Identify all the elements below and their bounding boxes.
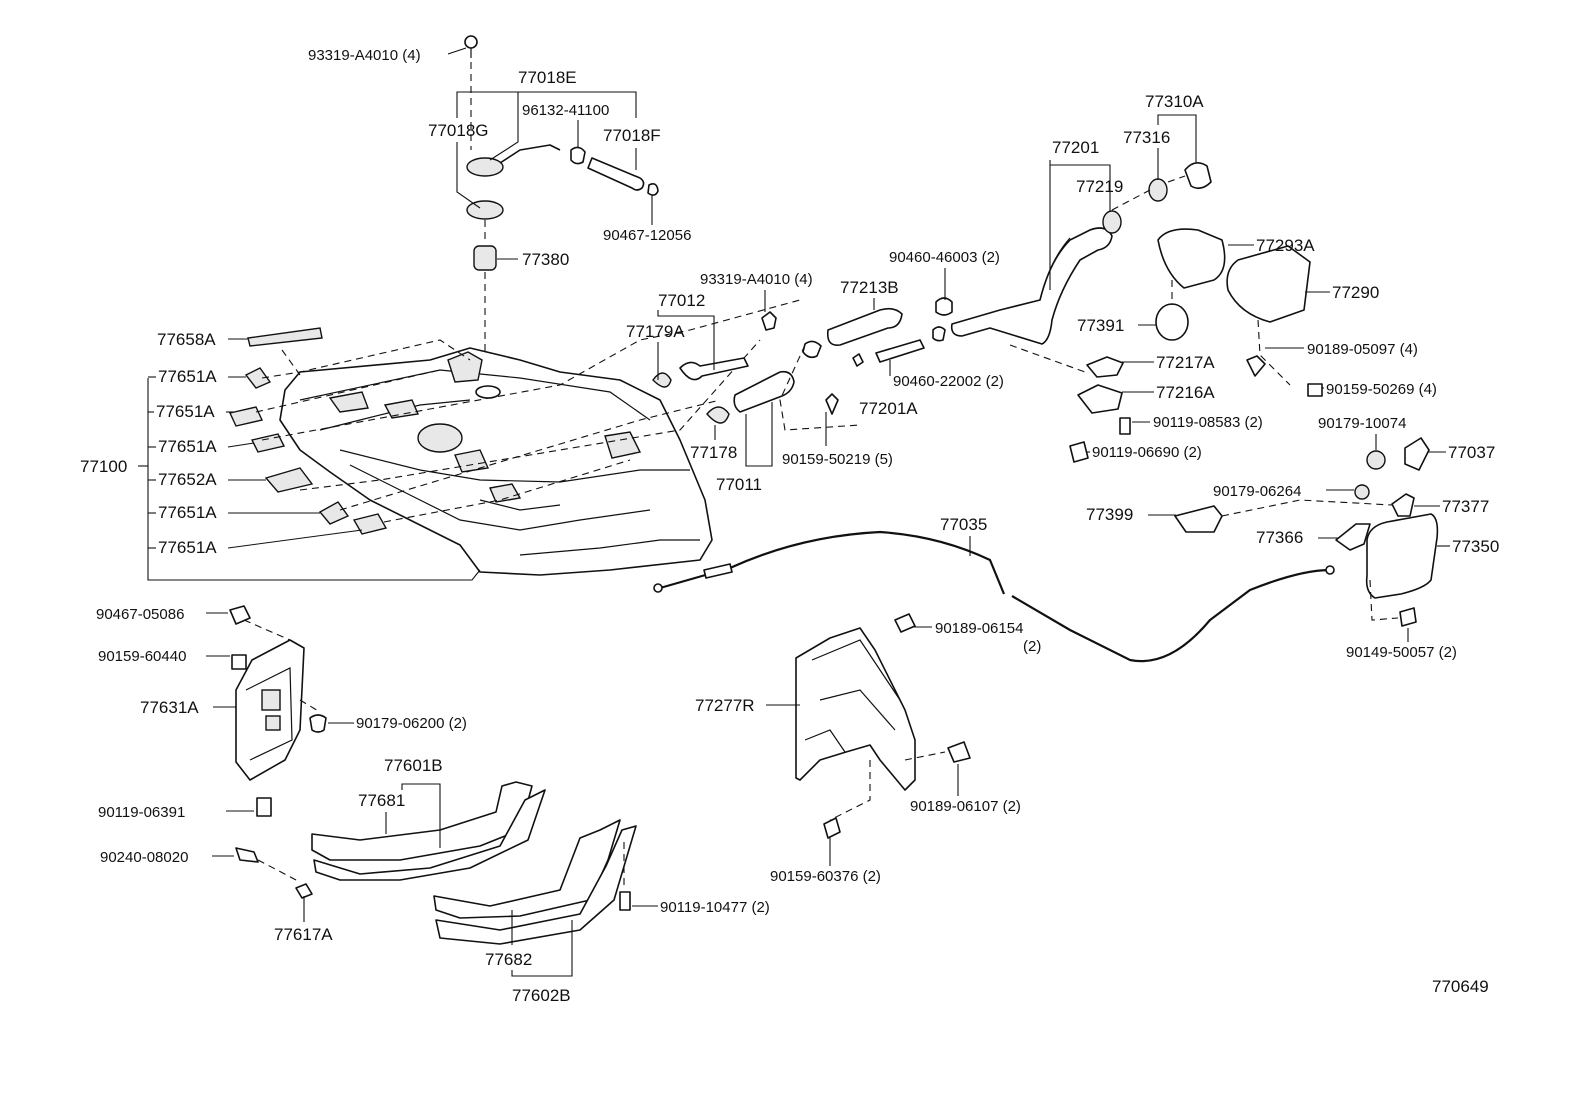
diagram-id-code: 770649 [1432,977,1489,996]
label-93319-a4010-mid: 93319-A4010 (4) [700,271,813,288]
fuel-lid-and-cable-drawing [653,437,1439,663]
label-77219: 77219 [1076,177,1123,196]
label-90119-10477: 90119-10477 (2) [660,899,770,916]
label-77012: 77012 [658,291,705,310]
label-90149-50057: 90149-50057 (2) [1346,644,1457,661]
tank-reference-lines [255,299,801,523]
label-77018f: 77018F [603,126,661,145]
label-90179-10074: 90179-10074 [1318,415,1406,432]
label-90467-12056: 90467-12056 [603,227,691,244]
label-77216a: 77216A [1156,383,1215,402]
label-77399: 77399 [1086,505,1133,524]
protector-drawing [229,605,327,899]
label-77681: 77681 [358,791,405,810]
label-77035: 77035 [940,515,987,534]
label-77377: 77377 [1442,497,1489,516]
label-77018e: 77018E [518,68,577,87]
label-90159-60376: 90159-60376 (2) [770,868,881,885]
label-77201a: 77201A [859,399,918,418]
label-77011: 77011 [716,475,762,494]
fuel-tank-drawing [279,347,713,576]
label-93319-a4010-top: 93319-A4010 (4) [308,47,421,64]
label-77018g: 77018G [428,121,489,140]
label-77037: 77037 [1448,443,1495,462]
label-90159-50269: 90159-50269 (4) [1326,381,1437,398]
label-77293a: 77293A [1256,236,1315,255]
label-77651a-1: 77651A [158,367,217,386]
label-77391: 77391 [1077,316,1124,335]
label-90119-08583: 90119-08583 (2) [1153,414,1263,431]
label-77100: 77100 [80,457,127,476]
label-77178: 77178 [690,443,737,462]
label-90189-06107: 90189-06107 (2) [910,798,1021,815]
label-77658a: 77658A [157,330,216,349]
label-77316: 77316 [1123,128,1170,147]
label-90189-05097: 90189-05097 (4) [1307,341,1418,358]
label-90179-06200: 90179-06200 (2) [356,715,467,732]
label-90189-06154: 90189-06154 [935,620,1023,637]
label-77617a: 77617A [274,925,333,944]
label-77602b: 77602B [512,986,571,1005]
label-77601b: 77601B [384,756,443,775]
label-77651a-2: 77651A [156,402,215,421]
label-96132-41100: 96132-41100 [522,102,609,119]
label-77651a-3: 77651A [158,437,217,456]
label-90460-22002: 90460-22002 (2) [893,373,1004,390]
fender-liner-drawing [795,613,971,839]
label-77213b: 77213B [840,278,899,297]
filler-vent-parts-drawing [652,162,1323,463]
label-90119-06391: 90119-06391 [98,804,185,821]
label-77631a: 77631A [140,698,199,717]
label-77201: 77201 [1052,138,1099,157]
label-90189-06154-qty: (2) [1023,638,1041,655]
label-90467-05086: 90467-05086 [96,606,184,623]
label-77366: 77366 [1256,528,1303,547]
label-90159-50219: 90159-50219 (5) [782,451,893,468]
label-90159-60440: 90159-60440 [98,648,186,665]
label-77380: 77380 [522,250,569,269]
label-90460-46003: 90460-46003 (2) [889,249,1000,266]
part-labels: 93319-A4010 (4) 77018E 96132-41100 77018… [80,47,1499,1005]
label-90119-06690: 90119-06690 (2) [1092,444,1202,461]
tank-pads-drawing [229,327,388,535]
label-77179a: 77179A [626,322,685,341]
label-77310a: 77310A [1145,92,1204,111]
label-77651a-4: 77651A [158,503,217,522]
label-77682: 77682 [485,950,532,969]
label-90240-08020: 90240-08020 [100,849,188,866]
label-90179-06264: 90179-06264 [1213,483,1301,500]
label-77290: 77290 [1332,283,1379,302]
label-77652a: 77652A [158,470,217,489]
label-77350: 77350 [1452,537,1499,556]
label-77651a-5: 77651A [158,538,217,557]
label-77217a: 77217A [1156,353,1215,372]
label-77277r: 77277R [695,696,755,715]
